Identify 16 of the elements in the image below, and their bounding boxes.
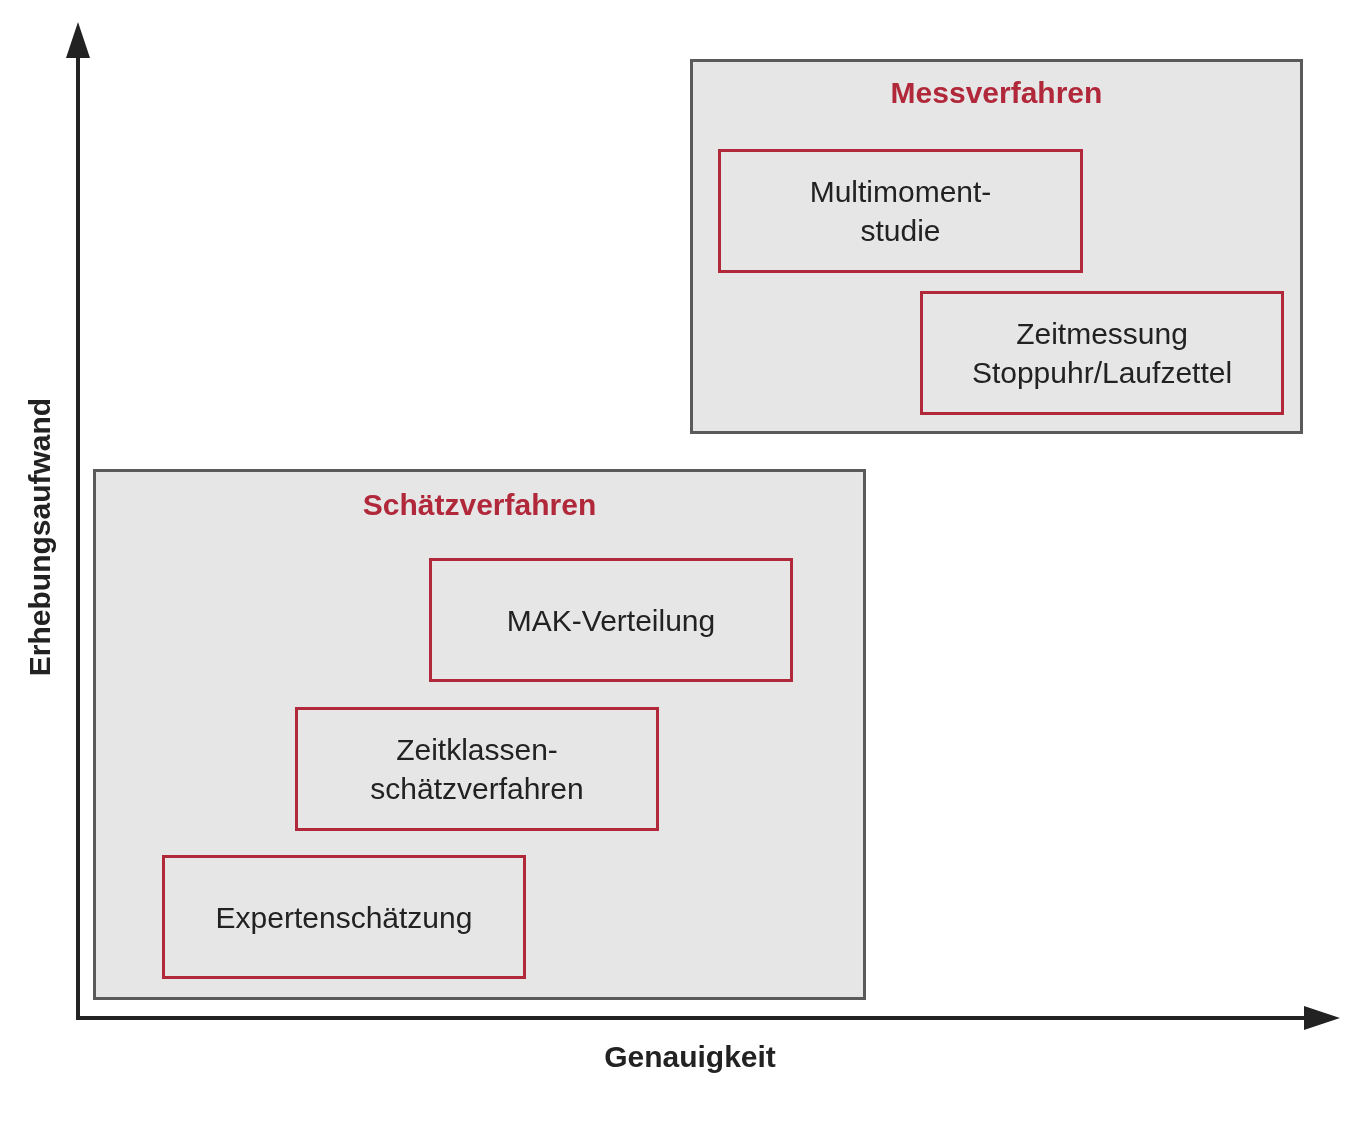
group-panel xyxy=(93,469,866,1000)
x-axis-label: Genauigkeit xyxy=(604,1040,776,1074)
group-heading: Schätzverfahren xyxy=(362,488,597,522)
group-heading: Messverfahren xyxy=(890,76,1103,110)
method-box xyxy=(718,149,1083,273)
group-panel xyxy=(690,59,1303,434)
method-box xyxy=(920,291,1284,415)
method-label: MAK-Verteilung xyxy=(506,602,716,639)
method-box xyxy=(295,707,659,831)
y-axis-label: Erhebungsaufwand xyxy=(23,397,57,677)
method-box xyxy=(162,855,526,979)
method-label: Zeitmessung Stoppuhr/Laufzettel xyxy=(970,316,1234,391)
method-label: Expertenschätzung xyxy=(215,899,473,936)
method-label: Multimoment- studie xyxy=(808,174,993,249)
method-label: Zeitklassen- schätzverfahren xyxy=(369,732,585,807)
method-box xyxy=(429,558,793,682)
